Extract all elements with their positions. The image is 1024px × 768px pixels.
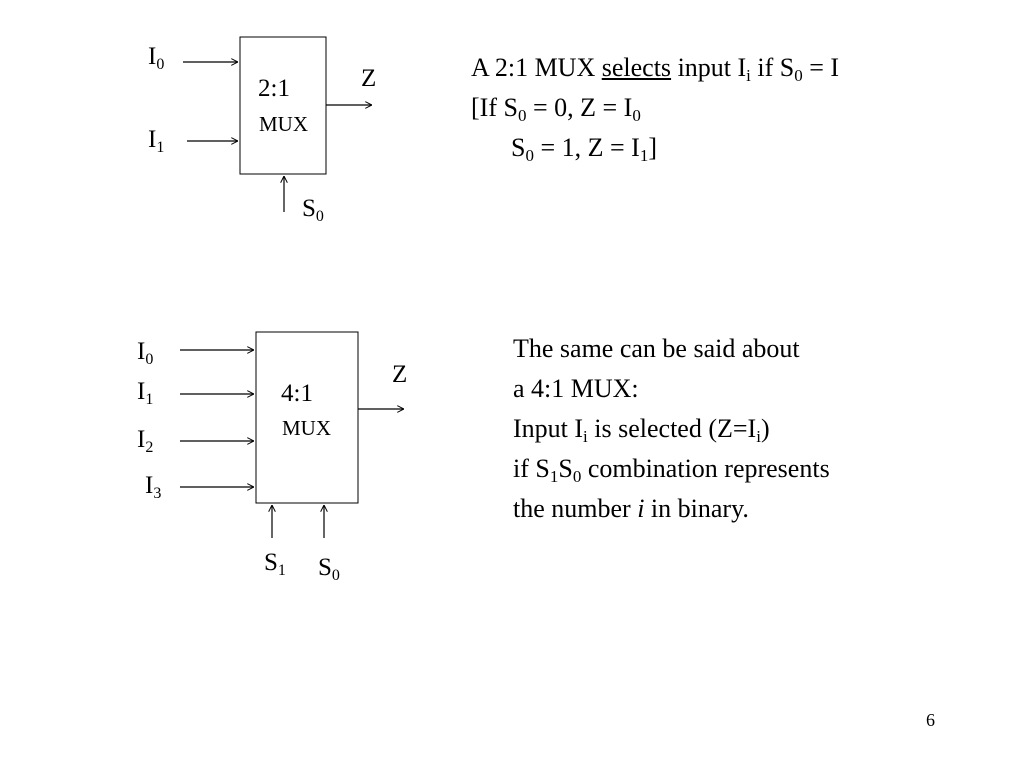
page-number: 6 <box>926 710 935 730</box>
mux4-explanation-line-3: Input Ii is selected (Z=Ii) <box>513 414 770 446</box>
mux2-output-label: Z <box>361 65 377 92</box>
mux2-input-0-label: I0 <box>148 43 165 73</box>
mux4-explanation-line-2: a 4:1 MUX: <box>513 374 639 403</box>
mux4-input-2-label: I2 <box>137 426 154 456</box>
mux2-subtitle: MUX <box>259 112 309 136</box>
mux2-explanation-line-3: S0 = 1, Z = I1] <box>511 133 658 165</box>
mux4-input-1-label: I1 <box>137 378 154 408</box>
mux4-explanation-line-1: The same can be said about <box>513 334 800 363</box>
mux2-explanation-line-2: [If S0 = 0, Z = I0 <box>471 93 641 125</box>
mux4-input-0-label: I0 <box>137 338 154 368</box>
mux2-input-1-label: I1 <box>148 126 165 156</box>
mux2-explanation-line-1: A 2:1 MUX selects input Ii if S0 = I <box>471 53 840 85</box>
mux4-subtitle: MUX <box>282 416 332 440</box>
mux2-group <box>183 36 372 212</box>
mux4-title: 4:1 <box>281 380 313 407</box>
mux4-select-0-label: S0 <box>318 554 340 584</box>
mux4-explanation-line-5: the number i in binary. <box>513 494 749 523</box>
mux4-select-1-label: S1 <box>264 549 286 579</box>
mux2-explanation: A 2:1 MUX selects input Ii if S0 = I [If… <box>471 48 839 168</box>
mux4-group <box>180 331 404 538</box>
mux2-title: 2:1 <box>258 75 290 102</box>
mux4-explanation: The same can be said about a 4:1 MUX: In… <box>513 329 830 529</box>
mux2-select-0-label: S0 <box>302 195 324 225</box>
mux4-input-3-label: I3 <box>145 472 162 502</box>
mux2-box <box>239 36 327 175</box>
mux4-box <box>255 331 359 504</box>
mux4-output-label: Z <box>392 361 408 388</box>
mux4-explanation-line-4: if S1S0 combination represents <box>513 454 830 486</box>
